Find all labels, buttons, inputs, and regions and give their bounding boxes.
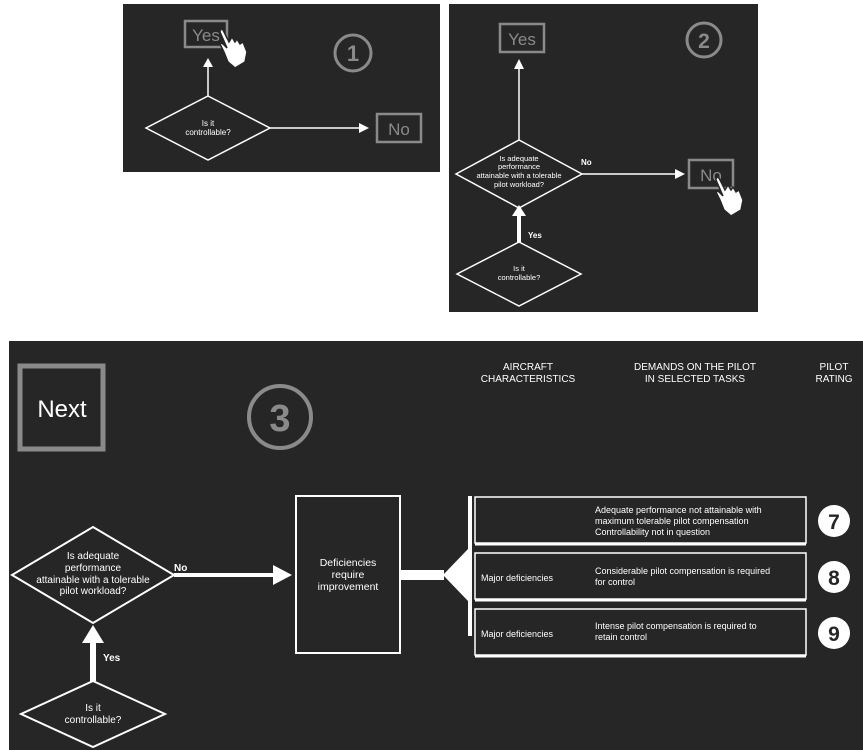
decision-performance [10, 525, 176, 625]
bracket-line [468, 496, 472, 636]
arrow-head [359, 123, 369, 133]
next-label: Next [37, 396, 87, 423]
arrow-head [273, 565, 292, 585]
yes-box[interactable] [183, 19, 229, 49]
arrow-head [82, 625, 104, 643]
row-aircraft: Major deficiencies [481, 573, 554, 583]
hand-pointer-icon [219, 28, 248, 69]
edge-label-no: No [174, 563, 187, 574]
row-aircraft: Major deficiencies [481, 629, 554, 639]
decision-text-line: controllable? [65, 715, 122, 726]
arrow-head [203, 58, 213, 67]
step-number: 2 [698, 30, 710, 53]
decision-text-line: Is it [202, 119, 215, 128]
decision-text-line: Is adequate [499, 154, 538, 163]
decision-controllable [455, 241, 583, 307]
arrow-no [174, 573, 274, 577]
rating-row: Major deficiencies Intense pilot compens… [474, 608, 850, 658]
rating-value: 9 [828, 623, 840, 646]
deficiency-text-line: require [332, 569, 365, 581]
yes-label: Yes [192, 26, 220, 45]
row-demands-line: Adequate performance not attainable with [595, 505, 762, 515]
header-rating: RATING [815, 374, 852, 385]
decision-text-line: controllable? [185, 128, 231, 137]
decision-text-line: controllable? [498, 273, 541, 282]
step-circle [685, 21, 723, 59]
rating-value: 7 [828, 511, 840, 534]
edge-label-yes: Yes [103, 653, 121, 664]
header-aircraft: CHARACTERISTICS [481, 374, 576, 385]
arrow-yes [90, 637, 96, 681]
decision-text-line: attainable with a tolerable [476, 171, 561, 180]
edge-label-yes: Yes [528, 231, 542, 240]
rating-badge [818, 561, 850, 593]
arrow-head [512, 205, 526, 216]
deficiency-text-line: improvement [318, 581, 379, 593]
flowchart-step-2: 2 Yes Is adequate performance attainable… [454, 21, 744, 307]
rating-badge [818, 617, 850, 649]
rating-value: 8 [828, 567, 840, 590]
decision-text-line: performance [65, 563, 122, 574]
decision-text-line: pilot workload? [60, 586, 127, 597]
decision-controllable [18, 679, 168, 749]
rating-badge [818, 505, 850, 537]
no-box[interactable] [375, 112, 423, 144]
decision-text-line: attainable with a tolerable [36, 575, 150, 586]
arrow-yes-bottom [517, 212, 521, 242]
hand-pointer-icon [715, 176, 744, 217]
header-demands: DEMANDS ON THE PILOT [634, 362, 756, 373]
rating-row: Adequate performance not attainable with… [474, 496, 850, 546]
arrow-head [675, 169, 685, 179]
decision-text-line: performance [498, 162, 540, 171]
row-demands-line: Intense pilot compensation is required t… [595, 621, 757, 631]
decision-text-line: pilot workload? [494, 180, 544, 189]
decision-text-line: Is it [513, 264, 526, 273]
deficiency-text-line: Deficiencies [320, 557, 377, 569]
connector-triangle [443, 549, 468, 601]
step-number: 1 [347, 41, 359, 66]
row-demands-line: for control [595, 577, 635, 587]
decision-text-line: Is adequate [67, 551, 120, 562]
decision-text-line: Is it [85, 703, 101, 714]
panel-step-3: Next 3 AIRCRAFT CHARACTERISTICS DEMANDS … [9, 341, 863, 750]
header-rating: PILOT [820, 362, 849, 373]
flowchart-step-1: 1 Is it controllable? Yes No [144, 19, 423, 161]
no-box[interactable] [687, 158, 735, 190]
step-circle [247, 384, 313, 450]
header-aircraft: AIRCRAFT [503, 362, 553, 373]
row-demands-line: Controllability not in question [595, 527, 710, 537]
yes-label: Yes [508, 30, 536, 49]
connector-bar [400, 570, 444, 580]
flowchart-step-3: Next 3 AIRCRAFT CHARACTERISTICS DEMANDS … [10, 362, 853, 749]
arrow-head [514, 59, 524, 69]
panel-step-2: 2 Yes Is adequate performance attainable… [449, 4, 758, 312]
yes-box[interactable] [498, 22, 546, 54]
step-number: 3 [269, 398, 290, 440]
row-demands-line: maximum tolerable pilot compensation [595, 516, 749, 526]
row-demands-line: Considerable pilot compensation is requi… [595, 566, 770, 576]
decision-controllable [144, 95, 272, 161]
row-demands-line: retain control [595, 632, 647, 642]
header-demands: IN SELECTED TASKS [645, 374, 746, 385]
no-label: No [388, 120, 410, 139]
panel-step-1: 1 Is it controllable? Yes No [123, 4, 440, 172]
rating-row: Major deficiencies Considerable pilot co… [474, 552, 850, 602]
next-button[interactable]: Next [17, 363, 106, 452]
edge-label-no: No [581, 158, 592, 167]
step-circle [333, 33, 373, 73]
